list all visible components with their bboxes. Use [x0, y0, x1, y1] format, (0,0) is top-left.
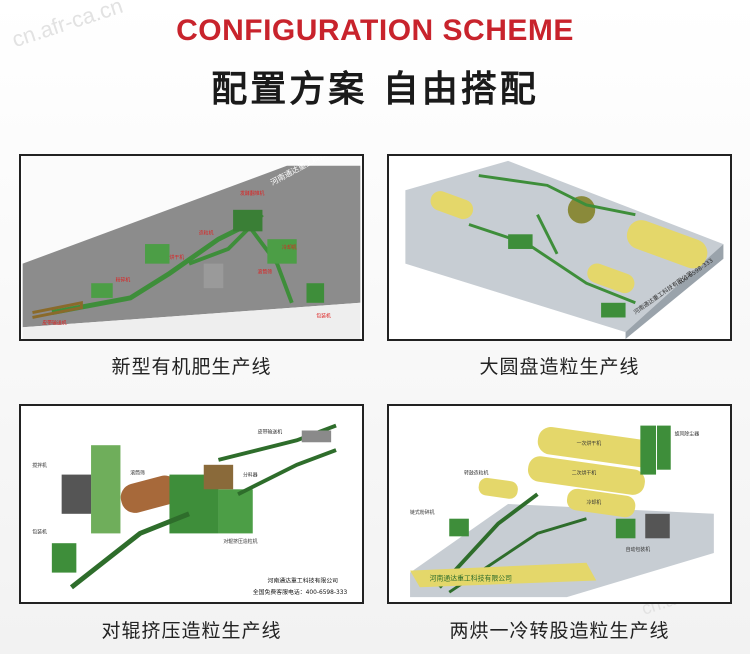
label-first-dryer: 一次烘干机 [577, 440, 602, 447]
label-packer: 包装机 [316, 312, 331, 319]
caption-organic-line: 新型有机肥生产线 [111, 356, 272, 378]
roller-line-phone-label: 全国免费客服电话：400-6598-333 [253, 588, 348, 596]
label-granulator: 造粒机 [199, 229, 214, 236]
label-chain-crusher: 链式粉碎机 [410, 509, 435, 516]
panel-drum-line: 河南通达重工科技有限公司 一次烘干机 二次烘干机 冷却机 旋风除尘器 转鼓造粒机… [387, 404, 732, 604]
label-conveyor: 皮带输送机 [42, 319, 66, 326]
label-cooler: 冷却机 [282, 244, 297, 251]
label-auto-packer: 自动包装机 [626, 546, 651, 553]
caption-roller-line: 对辊挤压造粒生产线 [101, 620, 282, 642]
panel-disc-line: 河南通达重工科技有限公司 400-6598-333 [387, 154, 732, 341]
drum-line-company-label: 河南通达重工科技有限公司 [430, 573, 512, 582]
label-drum-granulator: 转鼓造粒机 [464, 470, 489, 477]
label-mixer: 搅拌机 [32, 462, 47, 469]
label-roller-packer: 包装机 [32, 528, 47, 535]
title-english: CONFIGURATION SCHEME [176, 14, 574, 47]
caption-drum-line: 两烘一冷转股造粒生产线 [449, 620, 670, 642]
label-screen: 滚筒筛 [258, 268, 273, 275]
label-roller-granulator: 对辊挤压造粒机 [223, 538, 257, 545]
label-second-dryer: 二次烘干机 [572, 470, 597, 477]
drum-line-diagram: 河南通达重工科技有限公司 一次烘干机 二次烘干机 冷却机 旋风除尘器 转鼓造粒机… [390, 406, 729, 602]
label-roller-conveyor: 皮带输送机 [258, 428, 283, 435]
label-fermenter: 发酵翻堆机 [240, 190, 264, 197]
label-cyclone: 旋风除尘器 [675, 430, 700, 437]
panel-organic-line: 河南通达重工科技有限公司 发酵翻堆机 粉碎机 滚筒筛 包装机 造粒机 烘干机 冷… [19, 154, 364, 341]
label-roller-screen: 滚筒筛 [130, 470, 145, 477]
organic-line-diagram: 河南通达重工科技有限公司 发酵翻堆机 粉碎机 滚筒筛 包装机 造粒机 烘干机 冷… [22, 156, 361, 339]
caption-disc-line: 大圆盘造粒生产线 [479, 356, 640, 378]
disc-line-diagram: 河南通达重工科技有限公司 400-6598-333 [390, 156, 729, 339]
label-drum-cooler: 冷却机 [586, 499, 601, 506]
label-crusher: 粉碎机 [116, 276, 131, 283]
panel-roller-line: 河南通达重工科技有限公司 全国免费客服电话：400-6598-333 搅拌机 对… [19, 404, 364, 604]
roller-line-diagram: 河南通达重工科技有限公司 全国免费客服电话：400-6598-333 搅拌机 对… [22, 406, 361, 602]
roller-line-company-label: 河南通达重工科技有限公司 [267, 576, 338, 584]
title-chinese: 配置方案 自由搭配 [211, 69, 539, 110]
label-distributor: 分料器 [243, 472, 258, 479]
label-dryer: 烘干机 [169, 254, 184, 261]
